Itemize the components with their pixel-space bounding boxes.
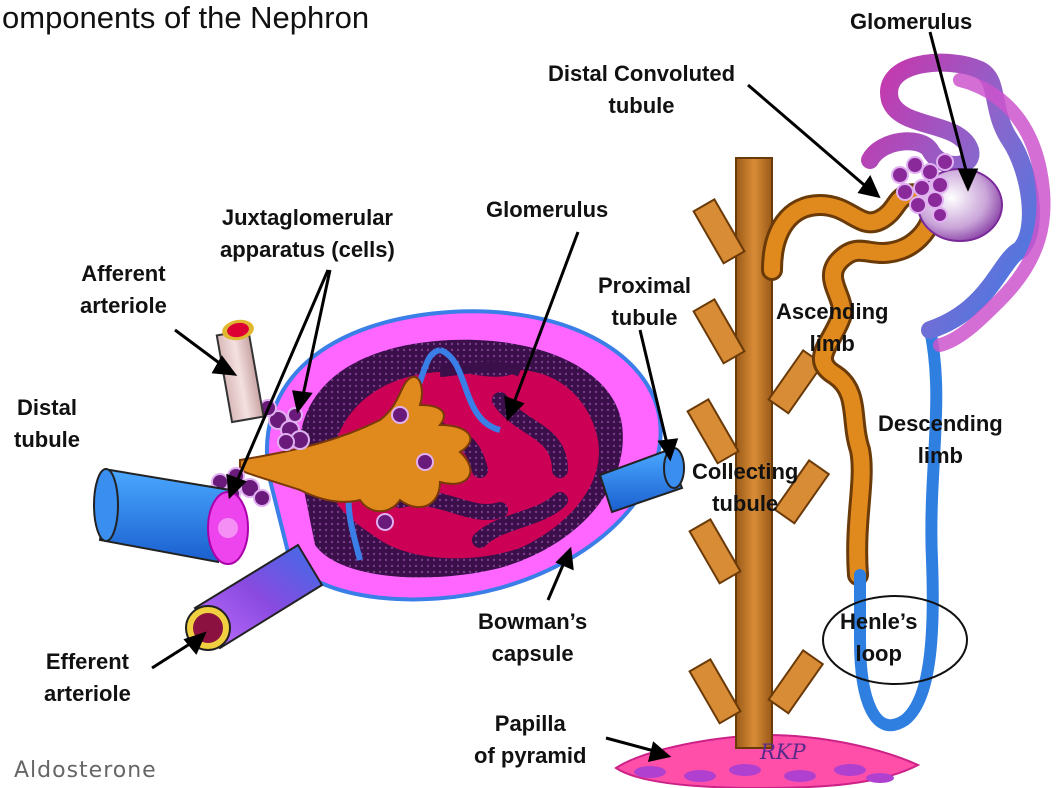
footer-caption: Aldosterone xyxy=(14,758,157,783)
label-line: loop xyxy=(840,638,917,670)
label-glomerulus-left: Glomerulus xyxy=(486,194,608,226)
label-collecting-tubule: Collecting tubule xyxy=(692,456,798,520)
label-bowmans-capsule: Bowman’s capsule xyxy=(478,606,587,670)
label-papilla-of-pyramid: Papilla of pyramid xyxy=(474,708,586,772)
label-line: arteriole xyxy=(44,678,131,710)
label-efferent-arteriole: Efferent arteriole xyxy=(44,646,131,710)
label-line: tubule xyxy=(14,424,80,456)
diagram-title: omponents of the Nephron xyxy=(2,0,369,36)
label-line: Bowman’s xyxy=(478,606,587,638)
glomerulus-right xyxy=(892,154,1002,241)
label-line: Collecting xyxy=(692,456,798,488)
label-line: limb xyxy=(878,440,1003,472)
label-line: limb xyxy=(776,328,888,360)
label-line: Henle’s xyxy=(840,606,917,638)
label-line: capsule xyxy=(478,638,587,670)
label-line: Distal xyxy=(14,392,80,424)
label-line: Efferent xyxy=(44,646,131,678)
collecting-tubule xyxy=(688,158,829,748)
label-line: Ascending xyxy=(776,296,888,328)
label-line: tubule xyxy=(548,90,735,122)
label-line: tubule xyxy=(692,488,798,520)
label-descending-limb: Descending limb xyxy=(878,408,1003,472)
label-line: Proximal xyxy=(598,270,691,302)
label-juxtaglomerular-apparatus: Juxtaglomerular apparatus (cells) xyxy=(220,202,395,266)
label-line: of pyramid xyxy=(474,740,586,772)
label-line: Glomerulus xyxy=(850,6,972,38)
label-line: Papilla xyxy=(474,708,586,740)
label-line: Glomerulus xyxy=(486,194,608,226)
label-ascending-limb: Ascending limb xyxy=(776,296,888,360)
label-line: tubule xyxy=(598,302,691,334)
label-distal-convoluted-tubule: Distal Convoluted tubule xyxy=(548,58,735,122)
label-line: Descending xyxy=(878,408,1003,440)
label-proximal-tubule: Proximal tubule xyxy=(598,270,691,334)
label-henles-loop: Henle’s loop xyxy=(840,606,917,670)
label-distal-tubule: Distal tubule xyxy=(14,392,80,456)
label-line: Juxtaglomerular xyxy=(220,202,395,234)
author-initials: RKP xyxy=(760,740,806,764)
label-line: apparatus (cells) xyxy=(220,234,395,266)
label-line: arteriole xyxy=(80,290,167,322)
label-line: Distal Convoluted xyxy=(548,58,735,90)
label-afferent-arteriole: Afferent arteriole xyxy=(80,258,167,322)
label-line: Afferent xyxy=(80,258,167,290)
label-glomerulus-right: Glomerulus xyxy=(850,6,972,38)
